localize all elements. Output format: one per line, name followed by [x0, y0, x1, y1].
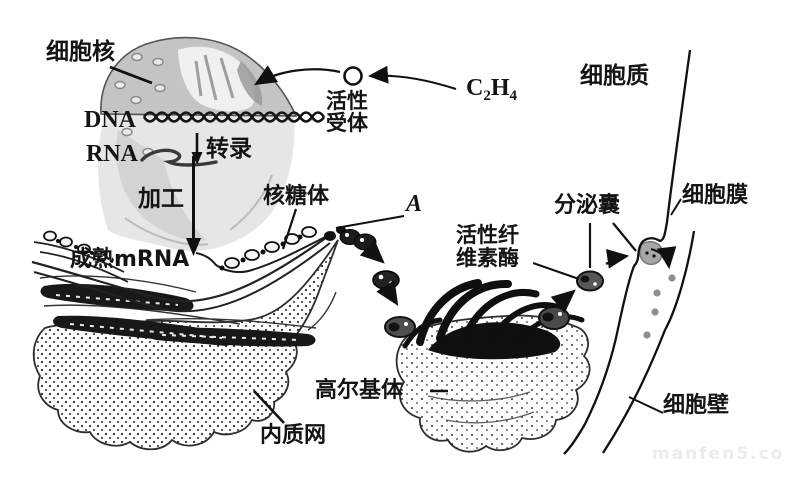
cell-membrane-line	[563, 49, 692, 455]
golgi-shape	[384, 279, 591, 453]
ethylene-sub2: 2	[483, 88, 491, 104]
cell-wall-label: 细胞壁	[663, 393, 730, 418]
ethylene-sub4: 4	[509, 88, 518, 104]
processing-label: 加工	[138, 186, 184, 212]
rna-label: RNA	[86, 141, 138, 167]
transcription-arrow	[191, 133, 203, 165]
nucleus-label: 细胞核	[46, 39, 115, 65]
secretory-vesicle-label: 分泌囊	[554, 193, 621, 218]
mrna-strand	[195, 232, 334, 274]
transcription-label: 转录	[206, 136, 252, 162]
dna-label: DNA	[84, 107, 136, 133]
active-receptor-label: 活性受体	[326, 89, 368, 135]
ribosomes	[43, 226, 317, 269]
ethylene-label: C2H4	[466, 75, 518, 105]
mature-mrna-label: 成熟mRNA	[70, 247, 190, 272]
receptor-to-nucleus-arrow	[254, 65, 341, 86]
dna-helix	[142, 111, 326, 123]
endoplasmic-reticulum-shape	[31, 226, 346, 451]
receptor-circle	[343, 66, 363, 86]
processing-arrow	[186, 156, 201, 256]
endoplasmic-reticulum-label: 内质网	[260, 423, 327, 448]
transport-vesicles	[339, 229, 400, 307]
active-cellulase-label: 活性纤维素酶	[456, 223, 519, 270]
vesicle-a-label: A	[406, 191, 423, 217]
ribosome-label: 核糖体	[263, 184, 330, 209]
golgi-label: 高尔基体	[315, 378, 404, 403]
ethylene-c: C	[466, 75, 484, 101]
cell-membrane-label: 细胞膜	[682, 183, 749, 208]
secretion-vesicles	[550, 240, 677, 314]
ethylene-h: H	[490, 75, 510, 101]
cytoplasm-label: 细胞质	[580, 63, 649, 89]
cell-wall-line	[602, 230, 696, 454]
watermark-text: manfen5.com	[652, 444, 785, 464]
secreted-enzyme-dots	[643, 274, 676, 339]
ethylene-to-receptor-arrow	[368, 65, 457, 90]
pointer-lines	[109, 65, 682, 424]
rna-strand	[140, 148, 218, 167]
